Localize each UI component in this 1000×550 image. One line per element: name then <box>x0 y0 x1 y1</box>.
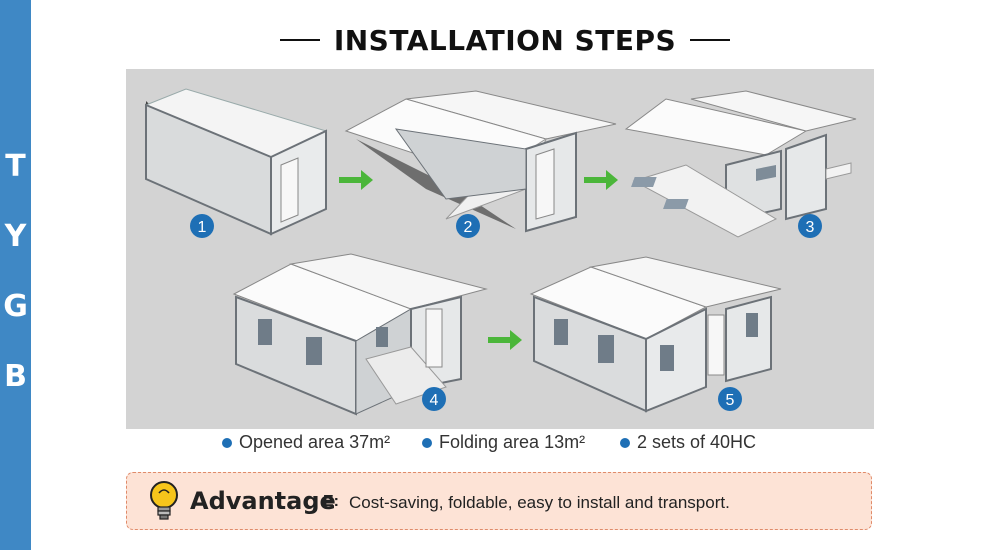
page-title-row: INSTALLATION STEPS <box>280 22 730 58</box>
steps-illustration-svg: 1 2 3 4 5 <box>144 88 857 416</box>
step-2-roof-unfolding <box>344 90 617 233</box>
brand-letter: G <box>3 289 28 324</box>
step-number: 1 <box>198 219 207 236</box>
brand-letter: B <box>4 359 27 394</box>
step-badge: 4 <box>422 387 446 411</box>
step-badge: 5 <box>718 387 742 411</box>
step-4-expanding-house <box>232 253 488 416</box>
feature-list: Opened area 37m² Folding area 13m² 2 set… <box>0 432 1000 456</box>
advantage-suffix: E: <box>323 493 339 510</box>
advantage-title: Advantage <box>190 487 336 515</box>
step-badge: 2 <box>456 214 480 238</box>
lightbulb-icon <box>150 481 178 520</box>
advantage-text: Cost-saving, foldable, easy to install a… <box>349 493 730 512</box>
arrow-right-icon <box>584 170 618 190</box>
title-divider-right <box>690 39 730 41</box>
step-number: 2 <box>464 219 473 236</box>
step-badge: 1 <box>190 214 214 238</box>
title-divider-left <box>280 39 320 41</box>
step-3-walls-unfolding <box>624 90 857 238</box>
bullet-icon <box>422 437 432 448</box>
step-arrows <box>339 170 618 350</box>
feature-item: Folding area 13m² <box>422 432 585 453</box>
bullet-icon <box>222 437 232 448</box>
step-5-opened-house <box>529 256 782 413</box>
feature-text: 2 sets of 40HC <box>637 432 757 452</box>
arrow-right-icon <box>488 330 522 350</box>
step-number: 5 <box>726 392 735 409</box>
arrow-right-icon <box>339 170 373 190</box>
advantage-box: Advantage E: Cost-saving, foldable, easy… <box>126 472 872 530</box>
feature-text: Opened area 37m² <box>239 432 391 452</box>
page-title: INSTALLATION STEPS <box>333 23 677 57</box>
feature-item: 2 sets of 40HC <box>620 432 756 453</box>
step-number: 4 <box>430 392 439 409</box>
brand-letter: T <box>5 149 26 184</box>
installation-illustration: 1 2 3 4 5 <box>126 69 874 429</box>
feature-text: Folding area 13m² <box>439 432 586 452</box>
feature-item: Opened area 37m² <box>222 432 390 453</box>
step-badge: 3 <box>798 214 822 238</box>
step-number: 3 <box>806 219 815 236</box>
brand-side-bar: T Y G B <box>0 0 31 550</box>
bullet-icon <box>620 437 630 448</box>
step-1-container-closed <box>144 88 328 236</box>
brand-letter: Y <box>4 219 27 254</box>
